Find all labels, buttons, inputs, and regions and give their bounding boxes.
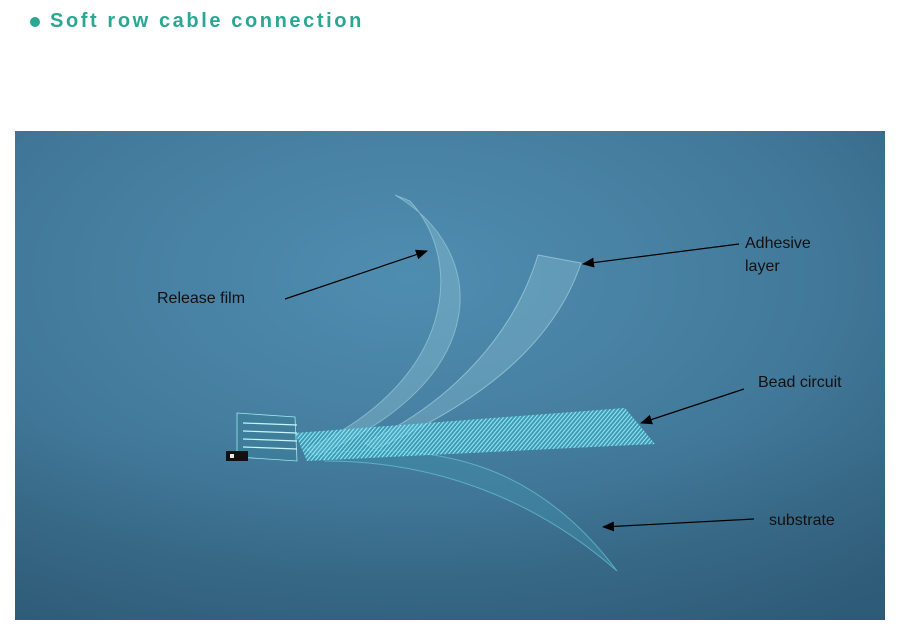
bullet-icon <box>30 17 40 27</box>
bead-circuit-label: Bead circuit <box>758 371 842 394</box>
substrate-label: substrate <box>769 509 835 532</box>
diagram-panel: Release film Adhesive layer Bead circuit… <box>15 131 885 620</box>
page-title: Soft row cable connection <box>30 10 364 33</box>
page-title-text: Soft row cable connection <box>50 10 364 33</box>
connector-chip <box>226 451 248 461</box>
adhesive-layer-label-line1: Adhesive <box>745 232 811 255</box>
diagram-illustration <box>15 131 885 620</box>
adhesive-layer-label-line2: layer <box>745 255 780 278</box>
connector-chip-mark <box>230 454 234 458</box>
release-film-label: Release film <box>157 287 245 310</box>
